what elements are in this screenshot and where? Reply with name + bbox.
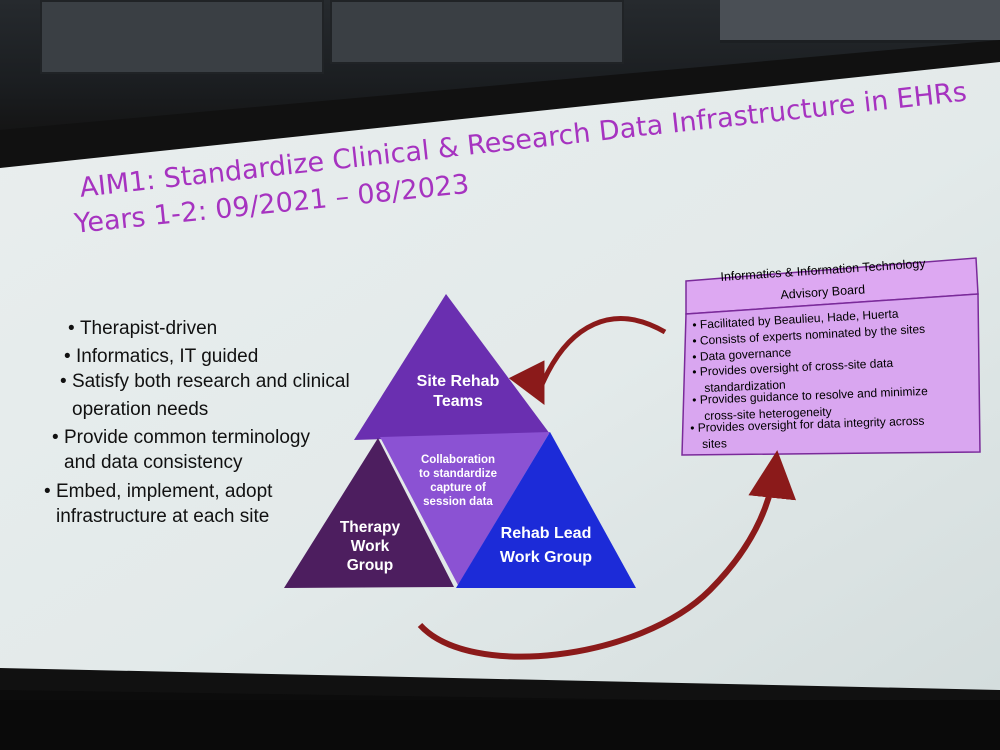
advisory-board-item-6-cont: sites — [702, 436, 728, 451]
triangle-top-line2: Teams — [433, 393, 483, 410]
triangle-left — [284, 438, 454, 588]
ceiling-tile — [40, 0, 324, 74]
triangle-right-label: Rehab Lead Work Group — [482, 522, 610, 570]
triangle-left-line3: Group — [346, 557, 394, 574]
triangle-right — [456, 432, 636, 588]
advisory-board-body — [681, 293, 981, 456]
triangle-right-line1: Rehab Lead — [500, 525, 592, 542]
triangle-center-line1: Collaboration — [420, 454, 496, 466]
ceiling-vent — [720, 0, 1000, 43]
ceiling-tile — [330, 0, 624, 64]
stage-floor — [0, 700, 1000, 750]
triangle-center-line4: session data — [423, 496, 493, 508]
triangle-top-line1: Site Rehab — [416, 373, 500, 390]
triangle-center-label: Collaboration to standardize capture of … — [408, 453, 508, 509]
triangle-left-label: Therapy Work Group — [320, 518, 420, 575]
arrow-upper — [508, 316, 667, 405]
triangle-top-label: Site Rehab Teams — [398, 372, 518, 412]
triangle-center-line2: to standardize — [419, 468, 497, 480]
advisory-board-title-line1: Informatics & Information Technology — [720, 256, 926, 284]
triangle-right-line2: Work Group — [499, 549, 593, 566]
triangle-center — [380, 432, 550, 585]
arrow-lower — [417, 450, 797, 660]
advisory-board-title-line2: Advisory Board — [780, 282, 866, 302]
triangle-left-line2: Work — [350, 538, 390, 555]
triangle-center-line3: capture of — [430, 482, 486, 494]
triangle-left-line1: Therapy — [339, 519, 401, 536]
triangle-top — [354, 294, 550, 440]
